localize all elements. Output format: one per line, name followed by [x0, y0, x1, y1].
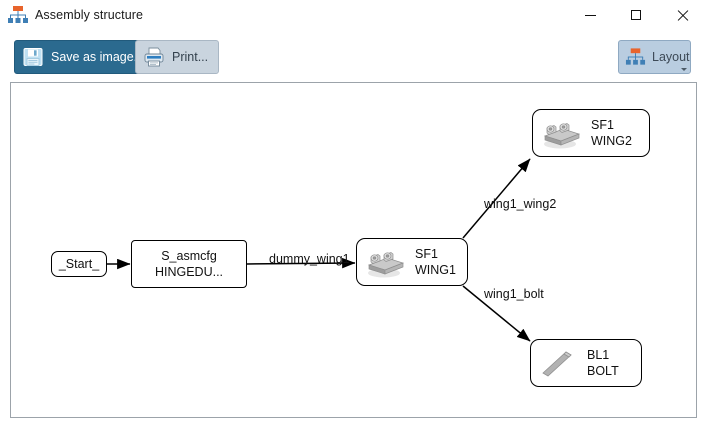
- edge-layer: [107, 158, 531, 342]
- node-bolt[interactable]: BL1 BOLT: [530, 339, 642, 387]
- hierarchy-icon: [625, 47, 646, 67]
- maximize-icon: [631, 10, 641, 20]
- node-bolt-line1: BL1: [587, 348, 610, 362]
- window-title: Assembly structure: [35, 8, 144, 22]
- printer-icon: [142, 45, 166, 69]
- node-wing2-labels: SF1 WING2: [581, 117, 632, 149]
- edge-wing1-wing2: [462, 158, 531, 239]
- title-bar: Assembly structure: [0, 0, 705, 30]
- layout-label: Layout: [652, 50, 690, 64]
- node-wing1-labels: SF1 WING1: [405, 246, 456, 278]
- node-asmcfg-line2: HINGEDU...: [154, 265, 224, 279]
- maximize-button[interactable]: [613, 0, 659, 30]
- node-asmcfg-labels: S_asmcfg HINGEDU...: [155, 248, 223, 280]
- edge-asmcfg-wing1: [246, 257, 356, 269]
- toolbar: Save as image... Print...: [0, 30, 705, 82]
- save-as-image-label: Save as image...: [51, 50, 145, 64]
- close-icon: [677, 10, 688, 21]
- close-button[interactable]: [659, 0, 705, 30]
- node-start-labels: _Start_: [59, 256, 99, 272]
- print-label: Print...: [172, 50, 209, 64]
- node-wing2-line1: SF1: [591, 118, 614, 132]
- save-as-image-button[interactable]: Save as image...: [14, 40, 156, 74]
- node-start-line1: _Start_: [58, 257, 100, 271]
- node-bolt-labels: BL1 BOLT: [577, 347, 619, 379]
- diagram-canvas[interactable]: dummy_wing1 wing1_wing2 wing1_bolt _Star…: [10, 82, 697, 418]
- bolt-part-icon: [539, 346, 577, 380]
- node-wing1[interactable]: SF1 WING1: [356, 238, 468, 286]
- edge-wing1-bolt: [462, 285, 531, 342]
- edge-label-dummy-wing1: dummy_wing1: [269, 252, 350, 266]
- hinge-part-icon: [363, 245, 405, 279]
- edge-label-wing1-wing2: wing1_wing2: [484, 197, 557, 211]
- node-asmcfg-line1: S_asmcfg: [161, 249, 217, 263]
- minimize-button[interactable]: [567, 0, 613, 30]
- node-start[interactable]: _Start_: [51, 251, 107, 277]
- floppy-disk-icon: [21, 45, 45, 69]
- hinge-part-icon: [539, 116, 581, 150]
- node-bolt-line2: BOLT: [587, 364, 619, 378]
- window-controls: [567, 0, 705, 30]
- minimize-icon: [584, 14, 596, 16]
- edge-label-wing1-bolt: wing1_bolt: [484, 287, 544, 301]
- node-wing2-line2: WING2: [591, 134, 632, 148]
- node-wing1-line2: WING1: [415, 263, 456, 277]
- node-asmcfg[interactable]: S_asmcfg HINGEDU...: [131, 240, 247, 288]
- print-button[interactable]: Print...: [135, 40, 220, 74]
- hierarchy-icon: [7, 5, 29, 25]
- layout-button[interactable]: Layout: [618, 40, 691, 74]
- node-wing1-line1: SF1: [415, 247, 438, 261]
- chevron-down-icon[interactable]: [681, 68, 687, 71]
- node-wing2[interactable]: SF1 WING2: [532, 109, 650, 157]
